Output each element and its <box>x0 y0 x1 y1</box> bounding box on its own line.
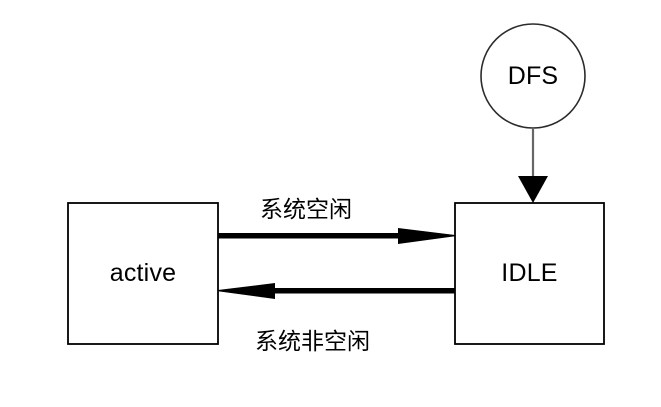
active-to-idle-arrowhead <box>398 228 455 244</box>
edge-label-system-idle: 系统空闲 <box>260 196 352 222</box>
idle-box-shape[interactable] <box>454 202 605 345</box>
active-box-shape[interactable] <box>67 202 219 345</box>
active-to-idle-shaft <box>218 233 400 239</box>
dfs-circle-shape[interactable] <box>480 23 586 129</box>
edge-label-system-not-idle: 系统非空闲 <box>255 328 370 354</box>
idle-to-active-arrowhead <box>218 283 275 299</box>
dfs-to-idle-arrowhead <box>518 176 548 203</box>
idle-to-active-shaft <box>273 288 455 294</box>
